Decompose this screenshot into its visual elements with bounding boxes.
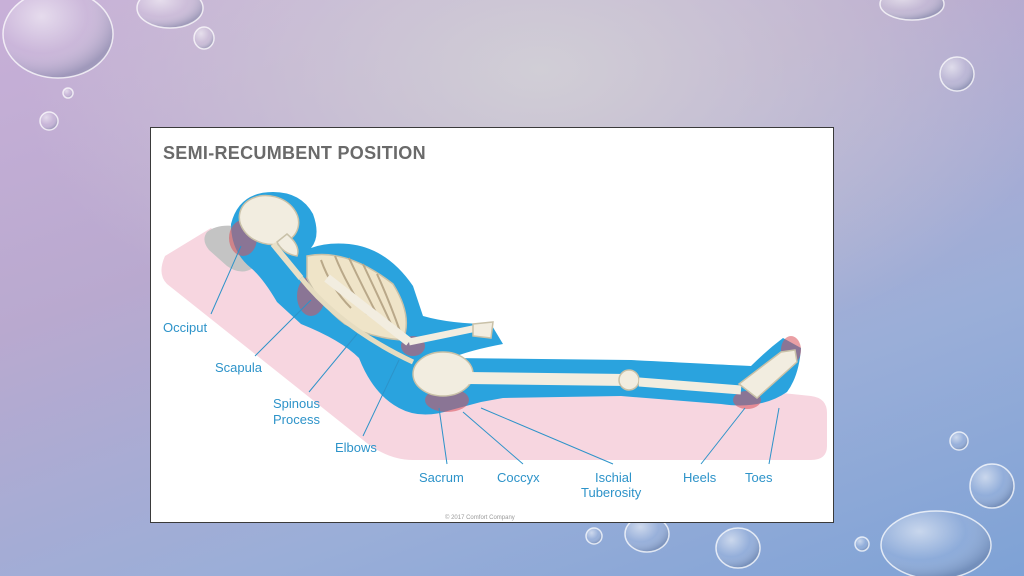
leader-toes xyxy=(768,407,780,465)
label-heels: Heels xyxy=(683,470,717,485)
label-elbows: Elbows xyxy=(335,440,377,455)
tibia xyxy=(638,377,742,395)
leader-lines xyxy=(210,245,780,465)
water-drop-icon xyxy=(880,510,992,576)
knee xyxy=(618,369,640,391)
water-drop-icon xyxy=(879,0,945,21)
water-drop-icon xyxy=(585,527,603,545)
semi-recumbent-diagram: Occiput Scapula Spinous Process Elbows S… xyxy=(161,192,827,521)
water-drop-icon xyxy=(854,536,870,552)
diagram-panel: Occiput Scapula Spinous Process Elbows S… xyxy=(150,127,834,523)
water-drop-icon xyxy=(136,0,204,29)
body-silhouette xyxy=(231,192,801,415)
label-ischial-line1: Ischial xyxy=(595,470,632,485)
water-drop-icon xyxy=(949,431,969,451)
label-coccyx: Coccyx xyxy=(497,470,540,485)
leader-elbows xyxy=(362,359,400,437)
label-scapula: Scapula xyxy=(215,360,263,375)
label-sacrum: Sacrum xyxy=(419,470,464,485)
jaw xyxy=(276,233,299,257)
label-spinous-line1: Spinous xyxy=(273,396,320,411)
mattress xyxy=(161,228,827,460)
leader-sacrum xyxy=(438,407,448,465)
upper-arm xyxy=(324,274,412,346)
water-drop-icon xyxy=(39,111,59,131)
foot xyxy=(737,349,798,399)
forearm xyxy=(408,324,478,346)
leader-heels xyxy=(700,407,746,465)
leader-spinous xyxy=(308,333,358,393)
water-drop-icon xyxy=(969,463,1015,509)
water-drop-icon xyxy=(193,26,215,50)
femur xyxy=(466,372,628,386)
water-drop-icon xyxy=(939,56,975,92)
leader-ischial xyxy=(480,407,614,465)
water-drop-icon xyxy=(62,87,74,99)
diagram-title: SEMI-RECUMBENT POSITION xyxy=(163,143,426,163)
label-spinous-line2: Process xyxy=(273,412,320,427)
skeleton xyxy=(238,194,798,399)
label-occiput: Occiput xyxy=(163,320,207,335)
label-toes: Toes xyxy=(745,470,773,485)
water-drop-icon xyxy=(715,527,761,569)
label-ischial-line2: Tuberosity xyxy=(581,485,642,500)
leader-coccyx xyxy=(462,411,524,465)
neck-vertebrae xyxy=(270,242,304,280)
skull xyxy=(238,194,300,246)
hand xyxy=(472,321,494,339)
leader-scapula xyxy=(254,299,312,357)
spine xyxy=(299,276,415,365)
water-drop-icon xyxy=(2,0,114,79)
pelvis xyxy=(412,351,474,397)
leader-occiput xyxy=(210,245,242,315)
copyright-text: © 2017 Comfort Company xyxy=(445,514,515,521)
